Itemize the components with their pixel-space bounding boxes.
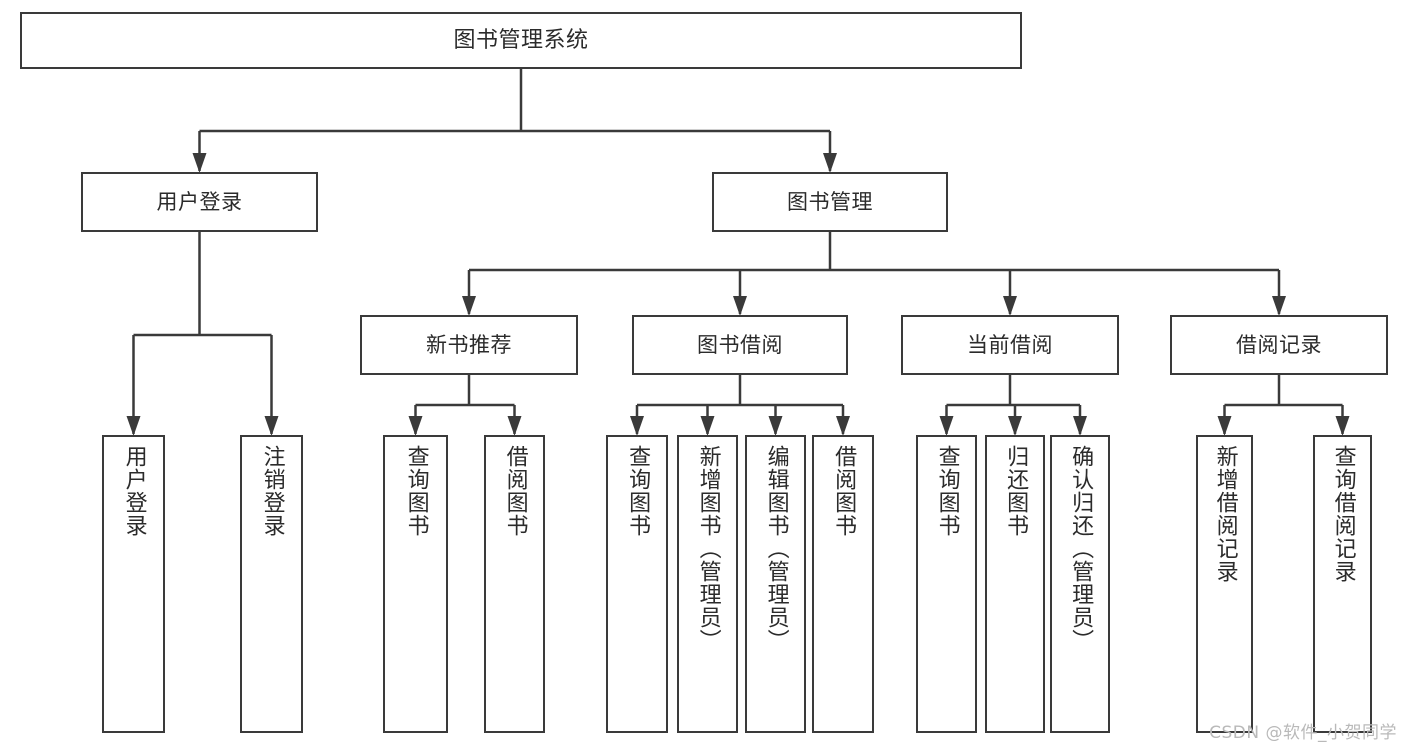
leaf-query-book-1[interactable]: 查询图书 [383,435,448,733]
node-label: 图书管理 [787,189,873,214]
node-label: 查询图书 [934,445,960,537]
node-root[interactable]: 图书管理系统 [20,12,1022,69]
node-label: 借阅图书 [502,445,528,537]
node-label: 新书推荐 [426,332,512,357]
leaf-user-login[interactable]: 用户登录 [102,435,165,733]
leaf-return-book[interactable]: 归还图书 [985,435,1045,733]
node-label: 新增借阅记录 [1212,445,1238,583]
node-label: 查询图书 [403,445,429,537]
node-label: 借阅记录 [1236,332,1322,357]
node-label: 用户登录 [156,189,243,214]
node-borrow-record[interactable]: 借阅记录 [1170,315,1388,375]
csdn-watermark: CSDN @软件_小贺同学 [1209,723,1397,743]
node-label: 新增图书（管理员） [695,445,721,652]
leaf-query-borrow-record[interactable]: 查询借阅记录 [1313,435,1372,733]
leaf-borrow-book-2[interactable]: 借阅图书 [812,435,874,733]
node-label: 图书管理系统 [453,27,589,53]
node-label: 确认归还（管理员） [1068,445,1094,652]
node-new-book-recommend[interactable]: 新书推荐 [360,315,578,375]
node-label: 编辑图书（管理员） [763,445,789,652]
leaf-logout[interactable]: 注销登录 [240,435,303,733]
node-user-login[interactable]: 用户登录 [81,172,318,232]
leaf-confirm-return[interactable]: 确认归还（管理员） [1050,435,1110,733]
node-label: 借阅图书 [831,445,857,537]
node-label: 注销登录 [259,445,285,537]
node-label: 归还图书 [1003,445,1029,537]
leaf-query-book-2[interactable]: 查询图书 [606,435,668,733]
node-label: 当前借阅 [967,332,1053,357]
node-label: 查询图书 [625,445,651,537]
leaf-borrow-book-1[interactable]: 借阅图书 [484,435,545,733]
leaf-query-book-3[interactable]: 查询图书 [916,435,977,733]
node-label: 查询借阅记录 [1330,445,1356,583]
node-book-manage[interactable]: 图书管理 [712,172,948,232]
node-label: 用户登录 [121,445,147,537]
node-book-borrow[interactable]: 图书借阅 [632,315,848,375]
node-current-borrow[interactable]: 当前借阅 [901,315,1119,375]
leaf-add-book[interactable]: 新增图书（管理员） [677,435,738,733]
leaf-add-borrow-record[interactable]: 新增借阅记录 [1196,435,1253,733]
leaf-edit-book[interactable]: 编辑图书（管理员） [745,435,806,733]
node-label: 图书借阅 [697,332,783,357]
